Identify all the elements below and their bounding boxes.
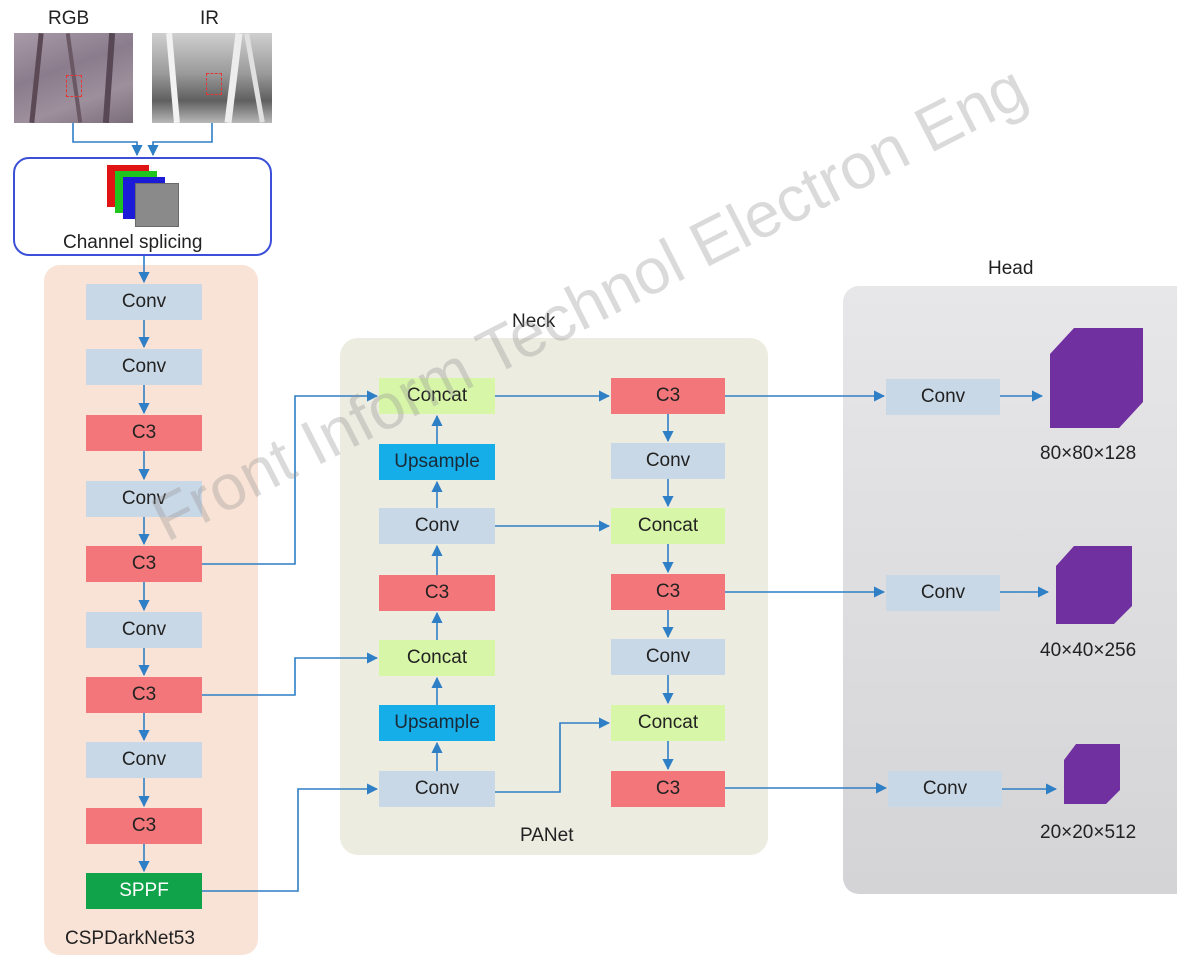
neck-left-conv-2: Conv: [379, 771, 495, 807]
backbone-conv-3: Conv: [86, 481, 202, 517]
ir-input-image: [152, 33, 272, 123]
neck-right-concat-2: Concat: [611, 705, 725, 741]
neck-right-conv-1: Conv: [611, 443, 725, 479]
output-tensor-medium-icon: [1056, 546, 1132, 624]
output-size-medium: 40×40×256: [1040, 640, 1137, 661]
neck-subtitle: PANet: [520, 825, 574, 846]
neck-right-c3-3: C3: [611, 771, 725, 807]
head-title: Head: [988, 258, 1034, 279]
neck-right-c3-1: C3: [611, 378, 725, 414]
output-size-small: 20×20×512: [1040, 822, 1137, 843]
neck-left-upsample-1: Upsample: [379, 444, 495, 480]
neck-left-conv-1: Conv: [379, 508, 495, 544]
head-conv-1: Conv: [886, 379, 1000, 415]
neck-left-upsample-2: Upsample: [379, 705, 495, 741]
backbone-conv-4: Conv: [86, 612, 202, 648]
rgb-label: RGB: [48, 8, 90, 29]
backbone-c3-1: C3: [86, 415, 202, 451]
output-tensor-large-icon: [1050, 328, 1143, 428]
head-conv-3: Conv: [888, 771, 1002, 807]
backbone-sppf: SPPF: [86, 873, 202, 909]
ir-label: IR: [200, 8, 219, 29]
backbone-conv-1: Conv: [86, 284, 202, 320]
head-conv-2: Conv: [886, 575, 1000, 611]
backbone-conv-5: Conv: [86, 742, 202, 778]
channel-splicing-label: Channel splicing: [63, 232, 203, 253]
neck-right-conv-2: Conv: [611, 639, 725, 675]
neck-left-concat-1: Concat: [379, 378, 495, 414]
neck-title: Neck: [512, 311, 556, 332]
backbone-c3-3: C3: [86, 677, 202, 713]
ir-channel-icon: [135, 183, 179, 227]
backbone-conv-2: Conv: [86, 349, 202, 385]
neck-right-concat-1: Concat: [611, 508, 725, 544]
backbone-c3-4: C3: [86, 808, 202, 844]
neck-left-c3: C3: [379, 575, 495, 611]
neck-left-concat-2: Concat: [379, 640, 495, 676]
rgb-input-image: [14, 33, 133, 123]
output-size-large: 80×80×128: [1040, 443, 1137, 464]
backbone-title: CSPDarkNet53: [65, 928, 195, 949]
output-tensor-small-icon: [1064, 744, 1120, 804]
backbone-c3-2: C3: [86, 546, 202, 582]
neck-right-c3-2: C3: [611, 574, 725, 610]
channel-splicing-box: Channel splicing: [13, 157, 272, 256]
